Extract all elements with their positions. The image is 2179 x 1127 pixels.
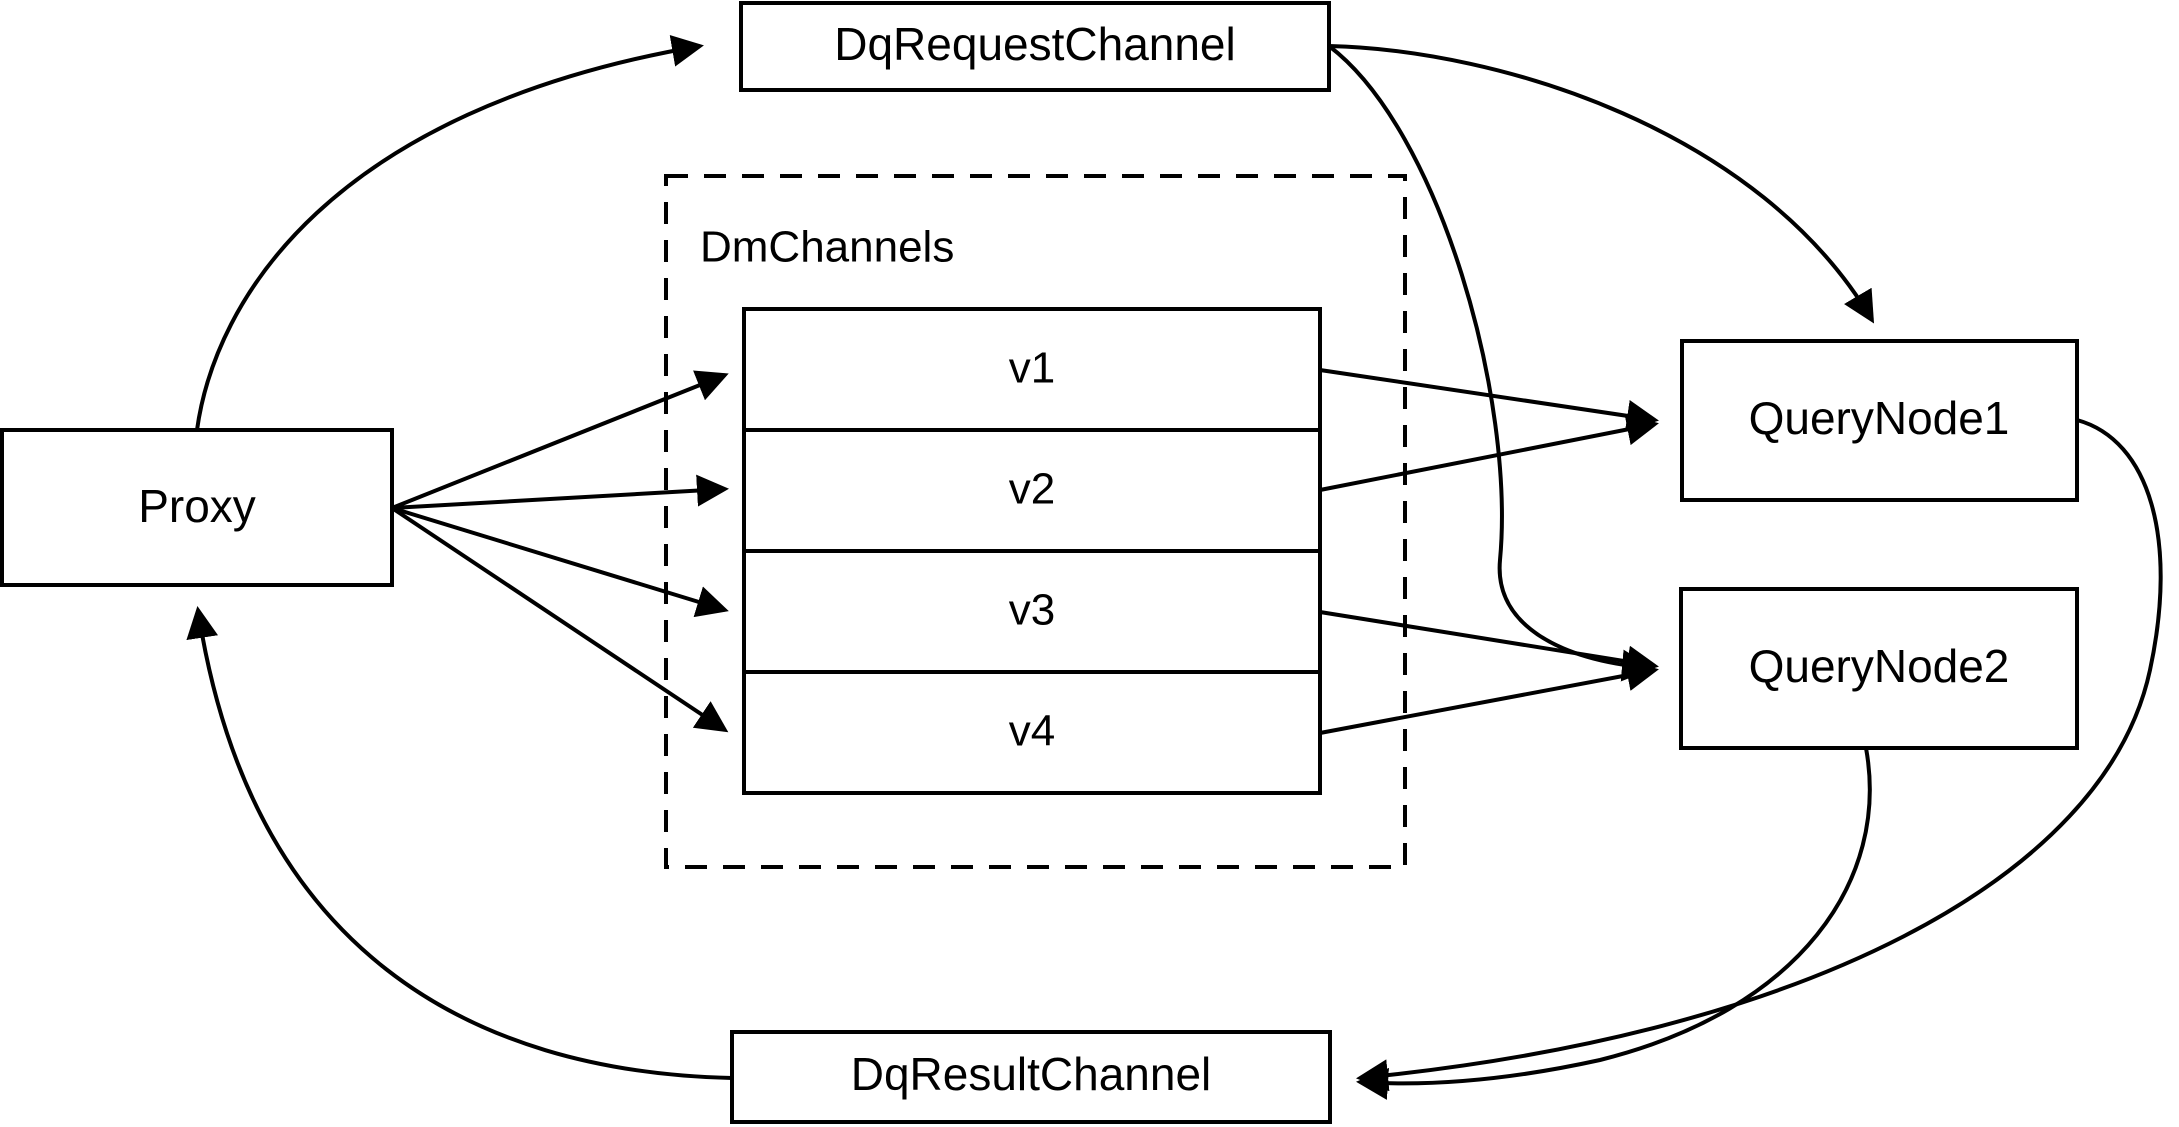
node-query-node-2[interactable]: QueryNode2 <box>1679 587 2079 750</box>
node-dq-request-channel-box[interactable] <box>739 1 1331 92</box>
channel-row-v2[interactable]: v2 <box>1009 465 1055 514</box>
edge-v3-to-query-node-2 <box>1319 610 1659 678</box>
node-dq-result-channel-label: DqResultChannel <box>851 1048 1212 1100</box>
node-dq-result-channel[interactable]: DqResultChannel <box>730 1030 1332 1124</box>
channel-table: v1 v2 v3 v4 <box>742 307 1322 795</box>
edge-query-node-2-to-dq-result-channel <box>1356 747 1872 1100</box>
node-dq-result-channel-box[interactable] <box>730 1030 1332 1124</box>
edge-proxy-to-dq-request-channel <box>195 35 704 431</box>
channel-row-v1[interactable]: v1 <box>1009 344 1055 393</box>
edge-v4-to-query-node-2 <box>1319 659 1659 735</box>
node-query-node-1-label: QueryNode1 <box>1749 392 2010 444</box>
dm-channels-boundary <box>664 174 1407 869</box>
node-query-node-1[interactable]: QueryNode1 <box>1680 339 2079 502</box>
channel-row-v3[interactable]: v3 <box>1009 586 1055 635</box>
edge-proxy-to-v4 <box>390 506 729 733</box>
edge-layer <box>186 35 2163 1100</box>
dm-channels-group: DmChannels <box>664 174 1407 869</box>
edge-dq-request-channel-to-query-node-2 <box>1327 44 1654 682</box>
dm-channels-label: DmChannels <box>700 223 954 272</box>
node-proxy-box[interactable] <box>0 428 394 587</box>
edge-dq-request-channel-to-query-node-1 <box>1328 44 1875 324</box>
edge-proxy-to-v1 <box>391 370 729 510</box>
edge-query-node-1-to-dq-result-channel <box>1356 418 2163 1092</box>
edge-proxy-to-v2 <box>391 474 729 510</box>
edge-v1-to-query-node-1 <box>1319 368 1659 432</box>
edge-v2-to-query-node-1 <box>1319 413 1659 492</box>
node-query-node-1-box[interactable] <box>1680 339 2079 502</box>
node-dq-request-channel[interactable]: DqRequestChannel <box>739 1 1331 92</box>
node-proxy-label: Proxy <box>138 480 256 532</box>
node-proxy[interactable]: Proxy <box>0 428 394 587</box>
edge-proxy-to-v3 <box>391 506 729 618</box>
channel-row-v4[interactable]: v4 <box>1009 707 1055 756</box>
node-query-node-2-label: QueryNode2 <box>1749 640 2010 692</box>
node-query-node-2-box[interactable] <box>1679 587 2079 750</box>
node-dq-request-channel-label: DqRequestChannel <box>834 18 1236 70</box>
edge-dq-result-channel-to-proxy <box>186 606 733 1080</box>
